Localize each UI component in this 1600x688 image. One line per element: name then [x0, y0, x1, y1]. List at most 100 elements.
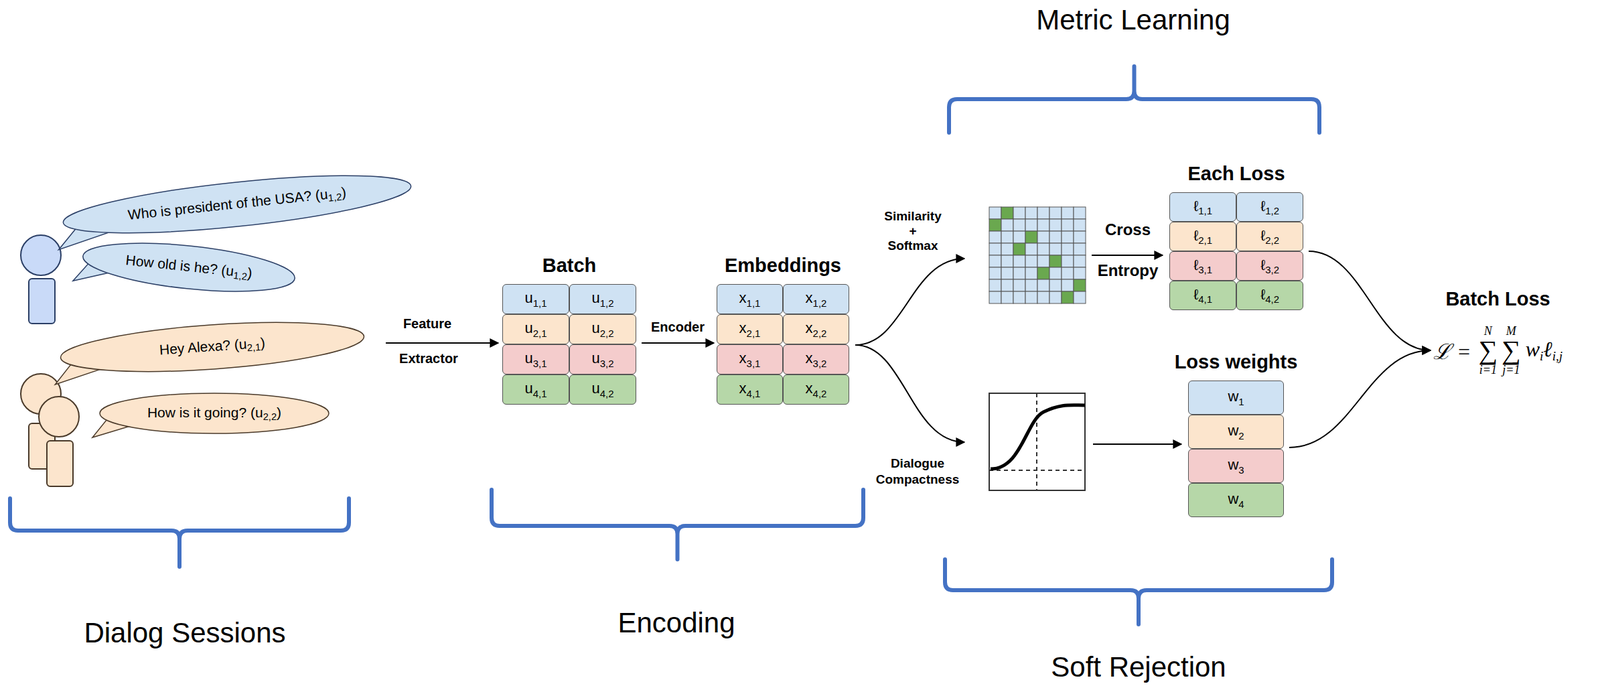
cell-text: x4,1 [739, 379, 761, 399]
subscript: i [1539, 348, 1544, 363]
subscript: 2,1 [246, 341, 261, 353]
sum-sign: ∑ [1478, 336, 1499, 364]
person-blue [20, 235, 61, 324]
curly-brace [491, 489, 864, 560]
matrix-cell [1037, 255, 1050, 268]
cell-symbol: u [591, 289, 600, 307]
formula-term: wiℓi,j [1525, 336, 1563, 365]
cell-text: w1 [1227, 387, 1244, 407]
matrix-cell [1025, 279, 1038, 292]
cell-symbol: x [805, 319, 814, 337]
cell-box: x2,2 [782, 314, 850, 345]
matrix-cell [1013, 267, 1026, 280]
step-label: Compactness [876, 472, 960, 487]
matrix-cell [1013, 231, 1026, 244]
cell-text: ℓ2,2 [1260, 227, 1280, 246]
matrix-cell [1025, 243, 1038, 256]
matrix-cell [989, 279, 1002, 292]
formula-title: Batch Loss [1445, 287, 1550, 311]
cell-text: ℓ2,1 [1193, 227, 1213, 246]
subscript: 3,1 [533, 357, 548, 370]
cell-box: u2,2 [569, 314, 637, 345]
matrix-cell [989, 206, 1002, 220]
matrix-cell [1073, 291, 1086, 304]
subscript: 1,2 [600, 297, 615, 309]
matrix-cell [1049, 279, 1062, 292]
matrix-cell [1025, 231, 1038, 244]
subscript: 1,1 [1198, 204, 1213, 217]
bubble-ellipse [81, 235, 298, 301]
cell-symbol: x [739, 349, 747, 367]
matrix-cell [1013, 206, 1026, 220]
matrix-cell [1061, 291, 1074, 304]
matrix-cell [989, 231, 1002, 244]
person-orange [20, 373, 80, 487]
matrix-cell [1037, 231, 1050, 244]
cell-box: ℓ2,2 [1236, 221, 1304, 252]
connector [1308, 251, 1431, 351]
matrix-cell [1073, 279, 1086, 292]
matrix-cell [1001, 206, 1014, 220]
matrix-cell [1013, 219, 1026, 232]
bubble-label: How is it going? (u [147, 404, 264, 420]
formula-symbol: w [1525, 336, 1540, 361]
matrix-cell [1061, 231, 1074, 244]
cell-symbol: w [1227, 387, 1239, 405]
matrix-cell [1037, 206, 1050, 220]
cell-text: w2 [1227, 421, 1244, 441]
speech-bubble: How old is he? (u1,2) [79, 233, 298, 301]
cell-symbol: u [591, 379, 600, 397]
group-title: Each Loss [1187, 162, 1285, 185]
cell-symbol: ℓ [1193, 227, 1199, 244]
group-title-row: Embeddings [649, 246, 917, 284]
speech-bubble: Who is president of the USA? (u1,2) [60, 163, 414, 246]
cell-box: x3,1 [716, 344, 783, 375]
group-title-row: Each Loss [1102, 154, 1371, 193]
matrix-cell [989, 219, 1002, 232]
subscript: 1 [1238, 395, 1244, 408]
matrix-cell [1037, 267, 1050, 280]
cell-symbol: x [739, 289, 747, 307]
subscript: 3 [1238, 464, 1244, 476]
subscript: 2,2 [1265, 234, 1280, 246]
cell-box: ℓ2,1 [1169, 221, 1237, 252]
cell-box: u4,1 [502, 374, 570, 405]
cell-box: ℓ4,2 [1236, 280, 1304, 311]
matrix-cell [1073, 219, 1086, 232]
matrix-cell [1049, 243, 1062, 256]
matrix-cell [1037, 219, 1050, 232]
matrix-cell [1049, 267, 1062, 280]
subscript: 3,1 [746, 357, 761, 370]
subscript: 1,2 [813, 297, 828, 309]
cell-symbol: w [1227, 456, 1239, 473]
bubble-text: How is it going? (u2,2) [147, 404, 282, 422]
person-head [20, 235, 61, 276]
cell-symbol: u [524, 319, 533, 337]
cell-box: x1,1 [716, 283, 783, 315]
cell-text: w4 [1227, 490, 1244, 509]
cell-box: x4,1 [716, 374, 783, 405]
bubble-label: ) [276, 404, 282, 420]
subscript: 4,2 [600, 387, 615, 400]
cell-box: u1,2 [569, 283, 637, 315]
cell-box: u3,2 [569, 344, 637, 375]
cell-text: u1,2 [591, 289, 614, 309]
cell-text: u4,2 [591, 379, 614, 399]
cell-box: w3 [1188, 448, 1284, 483]
cell-text: ℓ4,1 [1193, 285, 1213, 305]
subscript: 4,2 [1265, 293, 1280, 305]
matrix-cell [1037, 291, 1050, 304]
sum-stack: N∑i=1 [1478, 324, 1499, 376]
cell-box: x3,2 [782, 344, 850, 375]
formula-symbol: ℓ [1543, 336, 1552, 361]
subscript: 2,1 [533, 327, 548, 339]
matrix-cell [989, 267, 1002, 280]
formula-row: ℒ =N∑i=1M∑j=1wiℓi,j [1433, 324, 1563, 376]
cell-symbol: ℓ [1193, 197, 1199, 215]
subscript: 4,1 [746, 387, 761, 400]
matrix-cell [1073, 206, 1086, 220]
cell-text: x1,1 [739, 289, 761, 309]
subscript: 2 [1238, 429, 1244, 442]
matrix-cell [1001, 255, 1014, 268]
cell-symbol: x [739, 379, 747, 397]
